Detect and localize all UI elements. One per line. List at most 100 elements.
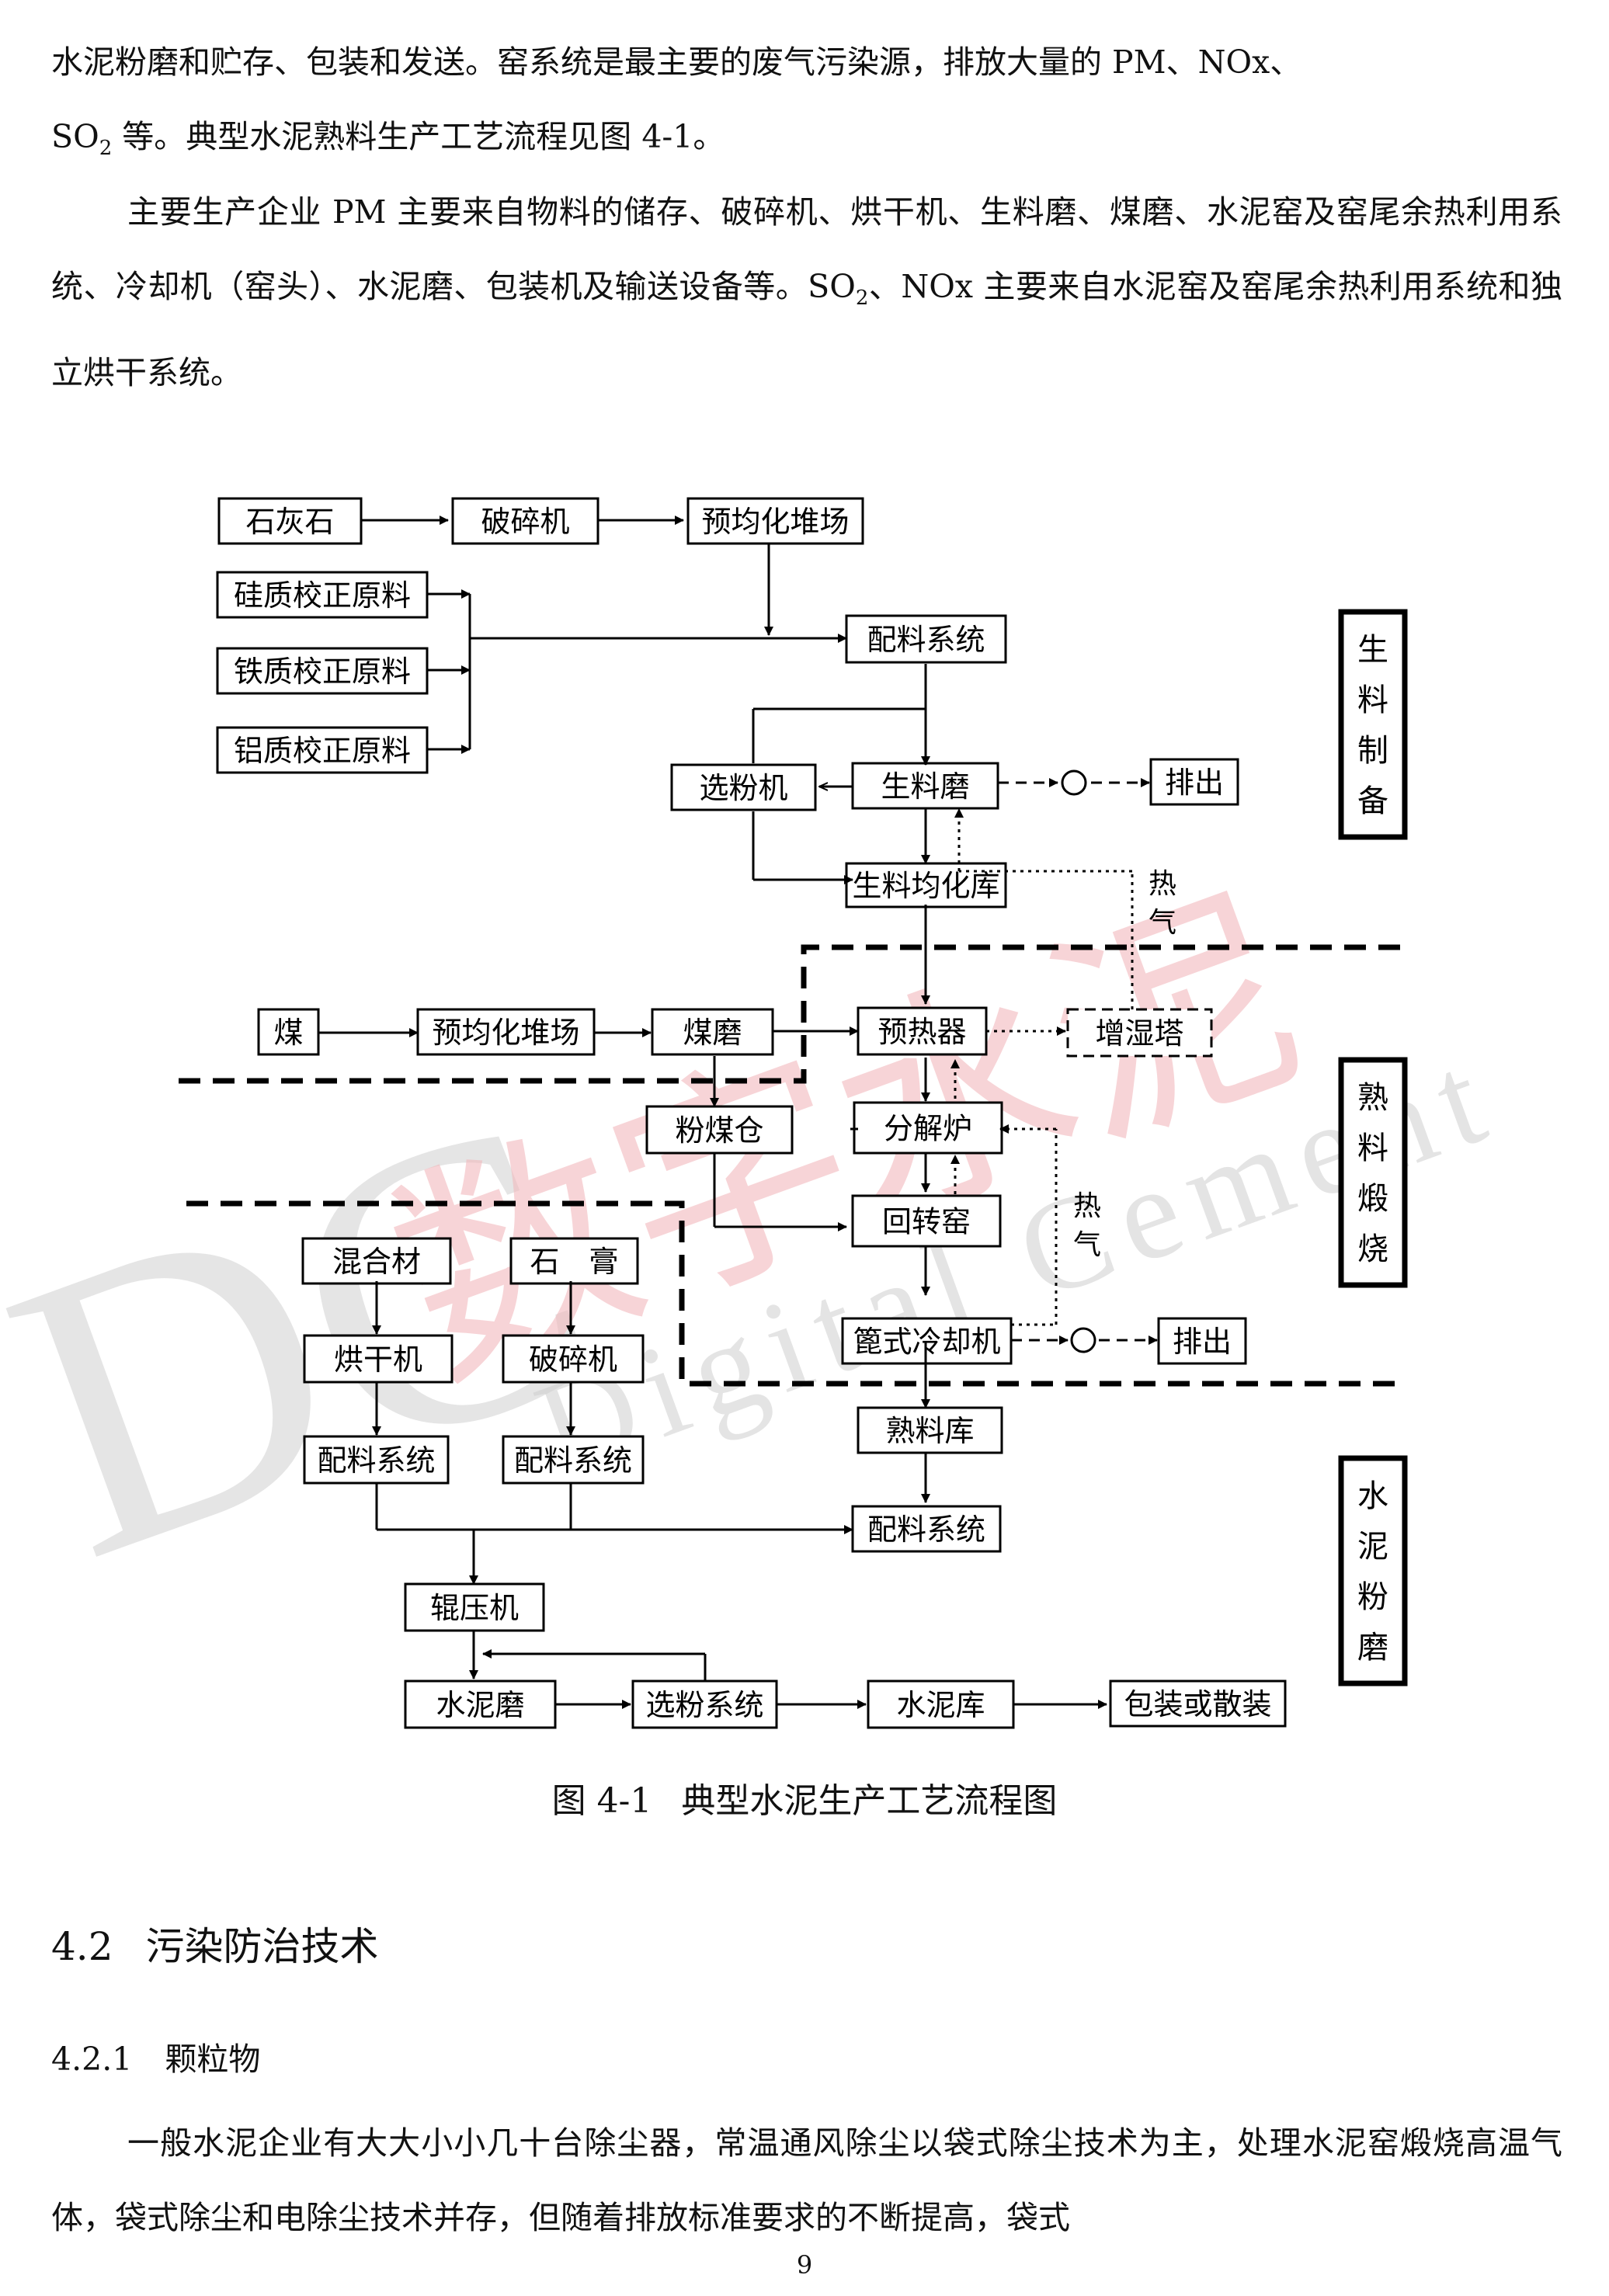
box-frame — [851, 1505, 1002, 1553]
fan-icon — [1061, 769, 1087, 796]
page-number: 9 — [796, 2250, 813, 2280]
box-alumina: 铝质校正原料 — [216, 726, 429, 774]
stage-label-char: 粉 — [1357, 1579, 1388, 1615]
stage-label-char: 水 — [1357, 1478, 1388, 1514]
stage-separators — [179, 944, 1406, 1387]
box-label: 预热器 — [877, 1015, 966, 1049]
stage-label-char: 熟 — [1357, 1080, 1388, 1116]
box-frame — [645, 1105, 794, 1155]
box-frame — [303, 1334, 454, 1384]
box-homosilo: 生料均化库 — [845, 862, 1007, 908]
box-preheater: 预热器 — [857, 1006, 988, 1056]
box-label: 水泥库 — [896, 1688, 985, 1722]
figure-title: 典型水泥生产工艺流程图 — [681, 1781, 1058, 1821]
box-frame — [845, 614, 1007, 664]
box-frame — [303, 1435, 450, 1485]
box-silica: 硅质校正原料 — [216, 571, 429, 619]
paragraph-1: 水泥粉磨和贮存、包装和发送。窑系统是最主要的废气污染源，排放大量的 PM、NOx… — [51, 43, 1302, 161]
box-frame — [631, 1679, 778, 1729]
stage-label-char: 料 — [1357, 1131, 1388, 1166]
box-label: 混合材 — [332, 1245, 421, 1279]
box-frame — [651, 1008, 774, 1056]
box-label: 硅质校正原料 — [234, 578, 411, 613]
box-frame — [509, 1237, 639, 1285]
box-limestone: 石灰石 — [217, 497, 363, 545]
box-frame — [216, 647, 429, 695]
process-flow-diagram: 石灰石破碎机预均化堆场硅质校正原料铁质校正原料铝质校正原料配料系统选粉机生料磨排… — [179, 497, 1408, 1729]
box-coal: 煤 — [257, 1008, 320, 1056]
box-label: 水泥磨 — [436, 1688, 524, 1722]
box-batching4: 配料系统 — [851, 1505, 1002, 1553]
box-cementmill: 水泥磨 — [404, 1679, 557, 1729]
box-mixture: 混合材 — [301, 1237, 452, 1285]
box-rawmill: 生料磨 — [851, 762, 999, 810]
box-coalbin: 粉煤仓 — [645, 1105, 794, 1155]
box-label: 铁质校正原料 — [234, 655, 411, 689]
connectors — [318, 516, 1107, 1709]
box-humid: 增湿塔 — [1066, 1008, 1213, 1058]
diagram-boxes: 石灰石破碎机预均化堆场硅质校正原料铁质校正原料铝质校正原料配料系统选粉机生料磨排… — [216, 497, 1287, 1729]
box-crusher2: 破碎机 — [502, 1334, 645, 1384]
box-label: 选粉机 — [699, 771, 787, 805]
hot-gas-lines — [950, 808, 1134, 1326]
box-prehomog1: 预均化堆场 — [686, 497, 864, 545]
box-label: 煤 — [273, 1016, 303, 1050]
box-label: 铝质校正原料 — [234, 734, 411, 768]
box-frame — [851, 1194, 1002, 1248]
exhaust-lines — [998, 778, 1158, 1345]
stage-label-char: 制 — [1357, 733, 1388, 769]
box-frame — [451, 497, 599, 545]
box-gypsum: 石 膏 — [509, 1237, 639, 1285]
stage-label-char: 备 — [1357, 783, 1388, 819]
box-label: 破碎机 — [481, 505, 569, 539]
box-label: 石灰石 — [245, 505, 334, 539]
box-frame — [217, 497, 363, 545]
box-cementsilo: 水泥库 — [867, 1679, 1015, 1729]
box-frame — [857, 1006, 988, 1056]
box-dryer: 烘干机 — [303, 1334, 454, 1384]
box-iron: 铁质校正原料 — [216, 647, 429, 695]
fan-icon — [1070, 1327, 1096, 1353]
box-label: 包装或散装 — [1124, 1687, 1271, 1721]
box-frame — [670, 763, 817, 811]
figure-number: 图 4-1 — [551, 1781, 652, 1821]
box-frame — [216, 571, 429, 619]
box-pack: 包装或散装 — [1109, 1679, 1287, 1728]
box-label: 配料系统 — [867, 623, 985, 657]
box-label: 配料系统 — [867, 1513, 985, 1547]
box-exhaust2: 排出 — [1157, 1317, 1247, 1365]
box-label: 预均化堆场 — [701, 505, 849, 539]
box-label: 熟料库 — [885, 1414, 974, 1448]
box-frame — [686, 497, 864, 545]
stage-label-char: 生 — [1357, 632, 1388, 668]
box-frame — [216, 726, 429, 774]
hot-gas-label: 热 — [1073, 1190, 1101, 1222]
box-label: 分解炉 — [884, 1112, 972, 1146]
box-coalmill: 煤磨 — [651, 1008, 774, 1056]
hot-gas-label: 热 — [1149, 868, 1176, 900]
box-label: 破碎机 — [529, 1343, 617, 1377]
box-prehomog2: 预均化堆场 — [416, 1008, 596, 1056]
box-label: 石 膏 — [530, 1245, 618, 1279]
box-clinker: 熟料库 — [857, 1406, 1003, 1454]
box-label: 回转窑 — [882, 1205, 971, 1239]
box-label: 预均化堆场 — [432, 1016, 579, 1050]
box-label: 配料系统 — [317, 1443, 435, 1478]
box-frame — [845, 862, 1007, 908]
box-frame — [502, 1435, 645, 1485]
box-label: 粉煤仓 — [675, 1113, 763, 1148]
stage-label-char: 烧 — [1357, 1231, 1388, 1267]
box-separator2: 选粉系统 — [631, 1679, 778, 1729]
box-calciner: 分解炉 — [853, 1101, 1003, 1155]
box-label: 增湿塔 — [1095, 1016, 1183, 1051]
box-frame — [257, 1008, 320, 1056]
box-label: 排出 — [1173, 1325, 1232, 1359]
box-label: 配料系统 — [514, 1443, 632, 1478]
box-roller: 辊压机 — [404, 1582, 545, 1632]
box-separator1: 选粉机 — [670, 763, 817, 811]
paragraph-2: 主要生产企业 PM 主要来自物料的储存、破碎机、烘干机、生料磨、煤磨、水泥窑及窑… — [51, 193, 1562, 392]
box-label: 选粉系统 — [645, 1688, 763, 1722]
stage-label-char: 煅 — [1357, 1181, 1388, 1217]
